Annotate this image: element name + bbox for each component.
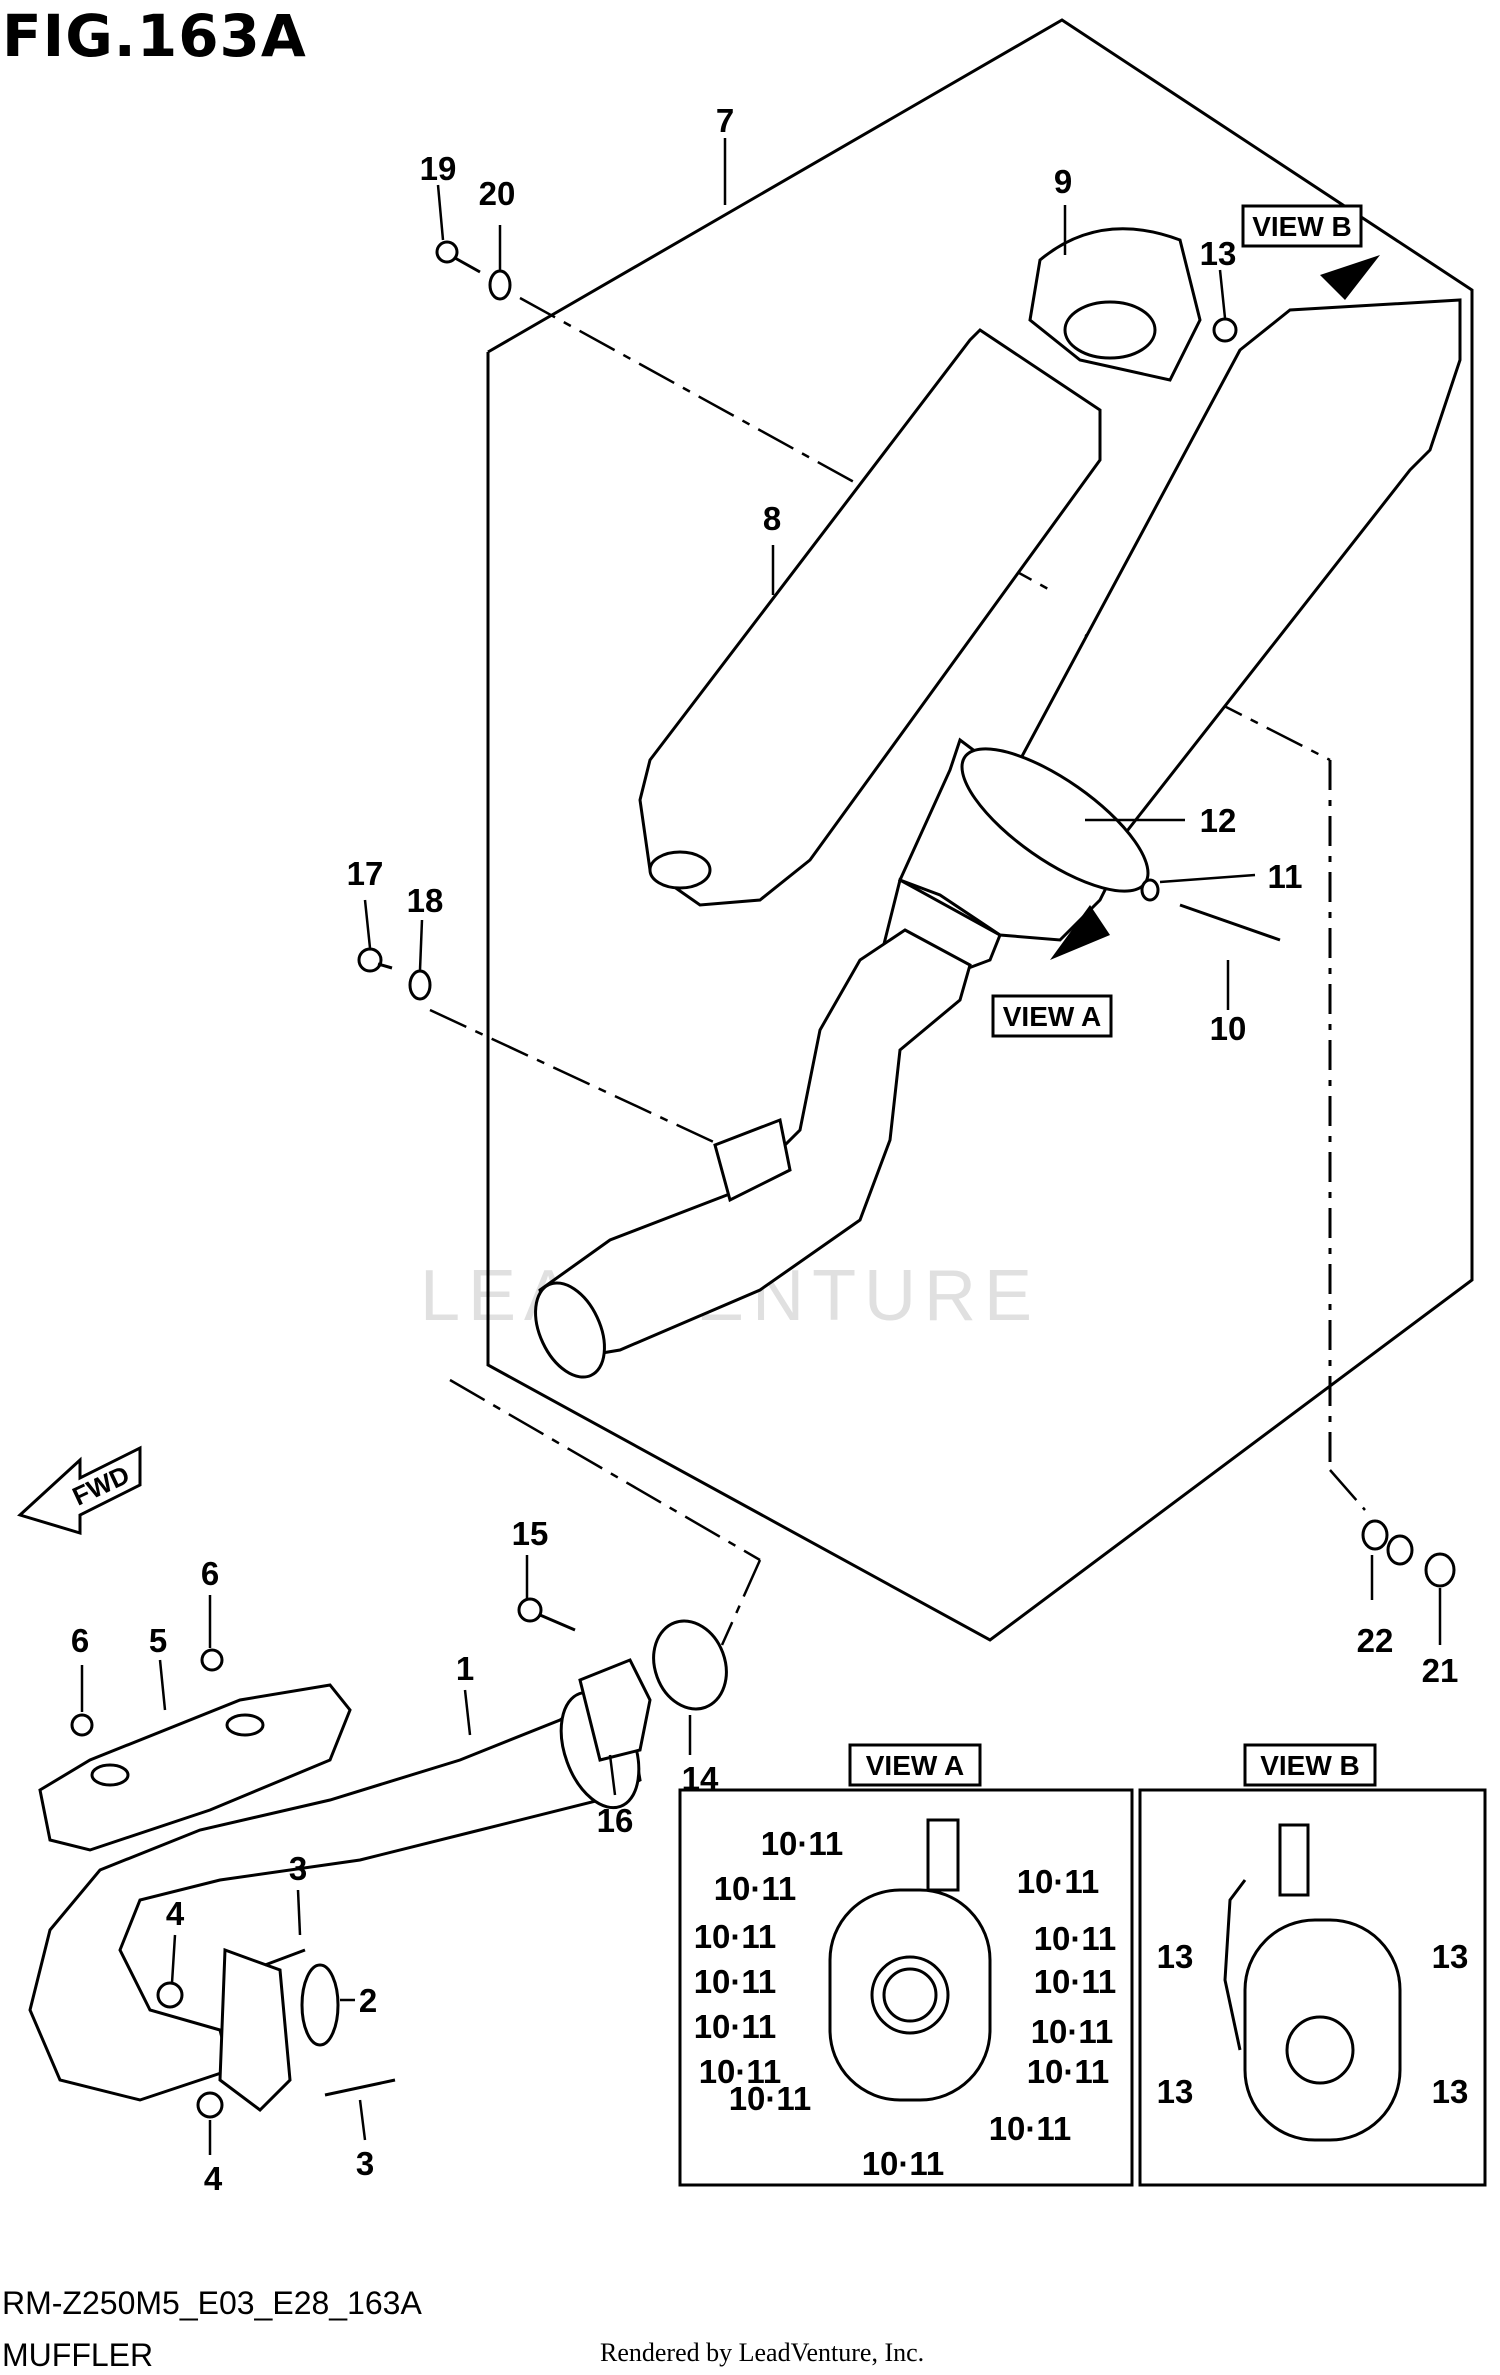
figure-name: MUFFLER [2, 2337, 154, 2373]
end-cap [1028, 227, 1202, 382]
callout-14: 14 [682, 1760, 719, 1797]
callout-3a: 3 [289, 1850, 307, 1887]
view-b-arrow-icon [1320, 255, 1380, 300]
view-a-label-13: 10·11 [989, 2110, 1072, 2147]
view-a-label-11: 10·11 [1027, 2053, 1110, 2090]
callout-18: 18 [407, 882, 444, 919]
view-b-inset: VIEW B 13 13 13 13 [1138, 1743, 1487, 2187]
view-a-label-14: 10·11 [862, 2145, 945, 2182]
view-a-arrow-icon [1050, 905, 1110, 960]
callout-9: 9 [1054, 163, 1072, 200]
heat-shield [38, 1683, 352, 1852]
view-a-tag: VIEW A [1003, 1001, 1102, 1032]
exhaust-pipe [28, 1690, 642, 2102]
view-a-label-12: 10·11 [729, 2080, 812, 2117]
assembly-outline [486, 18, 1474, 1642]
callout-3b: 3 [356, 2145, 374, 2182]
view-b-label-1: 13 [1157, 1938, 1194, 1975]
view-a-label-7: 10·11 [1034, 1963, 1117, 2000]
view-a-label-10: 10·11 [699, 2053, 782, 2090]
callout-22: 22 [1357, 1622, 1394, 1659]
callouts: 7 19 20 9 13 8 12 11 10 17 18 15 1 14 16… [71, 102, 1459, 2197]
callout-11: 11 [1268, 858, 1303, 895]
callout-21: 21 [1422, 1652, 1459, 1689]
view-a-label-8: 10·11 [694, 2008, 777, 2045]
view-a-label-2: 10·11 [714, 1870, 797, 1907]
view-b-title: VIEW B [1260, 1750, 1360, 1781]
view-a-label-1: 10·11 [761, 1825, 844, 1862]
callout-12: 12 [1200, 802, 1237, 839]
figure-code: RM-Z250M5_E03_E28_163A [2, 2285, 422, 2321]
fwd-arrow-icon: FWD [17, 1445, 142, 1536]
callout-15: 15 [512, 1515, 549, 1552]
silencer-body [878, 298, 1462, 977]
callout-19: 19 [420, 150, 457, 187]
clamp [578, 1619, 728, 1762]
view-a-label-3: 10·11 [1017, 1863, 1100, 1900]
callout-20: 20 [479, 175, 516, 212]
callout-10: 10 [1210, 1010, 1247, 1047]
figure-title: FIG.163A [2, 2, 307, 70]
view-a-inset: VIEW A 10·11 10·11 10·11 10·11 10·11 10·… [678, 1743, 1134, 2187]
callout-5: 5 [149, 1622, 167, 1659]
fasteners [70, 240, 1456, 2119]
view-a-label-6: 10·11 [694, 1963, 777, 2000]
callout-7: 7 [716, 102, 734, 139]
callout-13: 13 [1200, 235, 1237, 272]
silencer-cover [638, 328, 1102, 907]
view-b-label-4: 13 [1432, 2073, 1469, 2110]
view-a-title: VIEW A [866, 1750, 965, 1781]
mid-pipe [534, 928, 972, 1379]
callout-6b: 6 [201, 1555, 219, 1592]
view-b-label-3: 13 [1157, 2073, 1194, 2110]
callout-16: 16 [597, 1802, 634, 1839]
render-credit: Rendered by LeadVenture, Inc. [600, 2338, 925, 2367]
callout-leaders [80, 138, 1442, 2155]
callout-4a: 4 [166, 1895, 185, 1932]
view-a-label-5: 10·11 [1034, 1920, 1117, 1957]
callout-1: 1 [456, 1650, 474, 1687]
view-arrows [1050, 255, 1380, 960]
callout-6a: 6 [71, 1622, 89, 1659]
view-b-tag: VIEW B [1252, 211, 1352, 242]
callout-2: 2 [359, 1982, 377, 2019]
view-a-label-9: 10·11 [1031, 2013, 1114, 2050]
callout-8: 8 [763, 500, 781, 537]
view-b-label-2: 13 [1432, 1938, 1469, 1975]
callout-4b: 4 [204, 2160, 223, 2197]
view-a-label-4: 10·11 [694, 1918, 777, 1955]
view-tags: VIEW B VIEW A [991, 204, 1363, 1038]
flange [218, 1947, 340, 2112]
callout-17: 17 [347, 855, 384, 892]
